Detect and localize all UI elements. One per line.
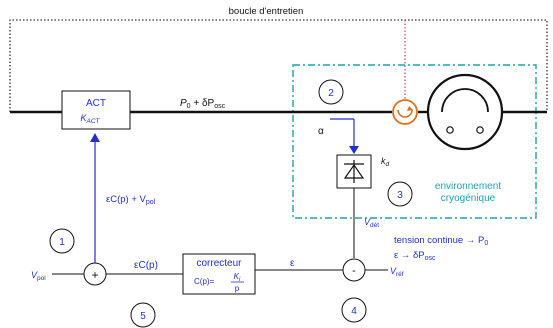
cryogenic-environment-box <box>292 64 537 219</box>
corrector-denominator: p <box>235 284 240 293</box>
resonator-icon <box>426 73 504 151</box>
alpha-label: α <box>318 126 324 137</box>
circle-5-label: 5 <box>140 311 146 322</box>
epsilon-label: ε <box>290 258 295 269</box>
alpha-arrowhead <box>349 146 359 154</box>
act-gain: KACT <box>80 113 100 125</box>
feedback-loop <box>9 19 548 112</box>
act-title: ACT <box>86 98 106 109</box>
ec-label: εC(p) <box>134 260 158 271</box>
v-pol-label: Vpol <box>31 270 46 282</box>
circle-3-label: 3 <box>397 190 403 201</box>
act-input-arrowhead <box>90 133 100 142</box>
circle-5 <box>130 302 156 328</box>
environment-label-line1: environnement <box>435 181 501 192</box>
circle-4-label: 4 <box>351 306 357 317</box>
annotation-line1: tension continue → P0 <box>394 235 488 247</box>
circle-2 <box>318 79 344 105</box>
annotation-line2: ε → δPosc <box>394 250 436 262</box>
kd-label: kd <box>381 156 390 168</box>
optical-signal-label: P0 + δPosc <box>180 98 226 110</box>
v-ref-label: Vréf <box>390 266 404 278</box>
circle-4 <box>341 297 367 323</box>
circle-1 <box>49 228 75 254</box>
circle-1-label: 1 <box>59 237 65 248</box>
loop-label: boucle d'entretien <box>229 6 304 17</box>
corrector-title: correcteur <box>196 258 242 269</box>
circle-3 <box>387 181 413 207</box>
act-box <box>61 90 131 130</box>
environment-label-line2: cryogénique <box>441 193 496 204</box>
v-det-label: Vdét <box>364 217 379 229</box>
sum-output-label: εC(p) + Vpol <box>106 194 156 206</box>
circle-2-label: 2 <box>328 88 334 99</box>
corrector-numerator: Ki <box>234 272 241 283</box>
photodiode-icon <box>343 160 365 183</box>
summing-sign: + <box>91 268 98 282</box>
corrector-box <box>182 253 256 295</box>
coupler-icon <box>392 99 418 125</box>
comparator-sign: - <box>352 265 356 277</box>
corrector-formula-prefix: C(p)= <box>194 277 215 286</box>
